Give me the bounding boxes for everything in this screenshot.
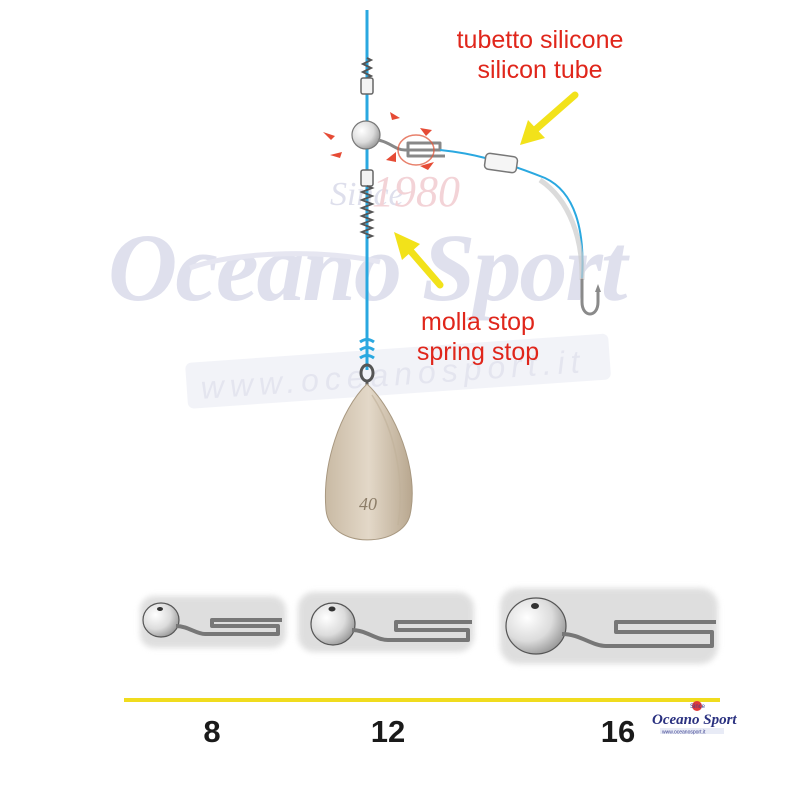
line-knot [359,338,375,360]
upper-spring [360,57,374,79]
sinker: 40 [324,363,413,541]
silicon-tube-label-en: silicon tube [477,56,603,84]
leader-line [439,149,585,281]
boom-size-16 [505,597,716,655]
spring-stop-label: molla stop spring stop [388,307,568,367]
svg-text:Oceano Sport: Oceano Sport [108,214,631,321]
spring-stop-label-it: molla stop [421,308,535,336]
corner-logo: Since Oceano Sport www.oceanosport.it [652,701,737,736]
size-label-16: 16 [600,714,636,749]
silicon-tube-label-it: tubetto silicone [456,26,624,54]
svg-text:Oceano Sport: Oceano Sport [652,712,737,728]
boom-clip [351,120,445,166]
spring-pointer-arrow [394,232,444,289]
svg-text:Since: Since [690,704,706,710]
size-label-8: 8 [203,714,221,749]
rotation-arrows [323,112,434,170]
upper-bead [360,77,374,95]
svg-text:1980: 1980 [372,167,460,216]
boom-size-12 [310,602,472,646]
boom-size-8 [142,602,282,638]
size-label-12: 12 [370,714,406,749]
sinker-weight: 40 [359,494,377,514]
boom-sizes-row [140,588,718,664]
spring-stop [359,185,375,239]
silicon-tube-label: tubetto silicone silicon tube [420,25,660,85]
spring-stop-label-en: spring stop [416,338,540,366]
silicon-tube [483,152,519,174]
lower-bead [360,169,374,187]
svg-text:www.oceanosport.it: www.oceanosport.it [662,730,706,736]
tube-pointer-arrow [520,91,579,145]
hook [580,278,601,316]
